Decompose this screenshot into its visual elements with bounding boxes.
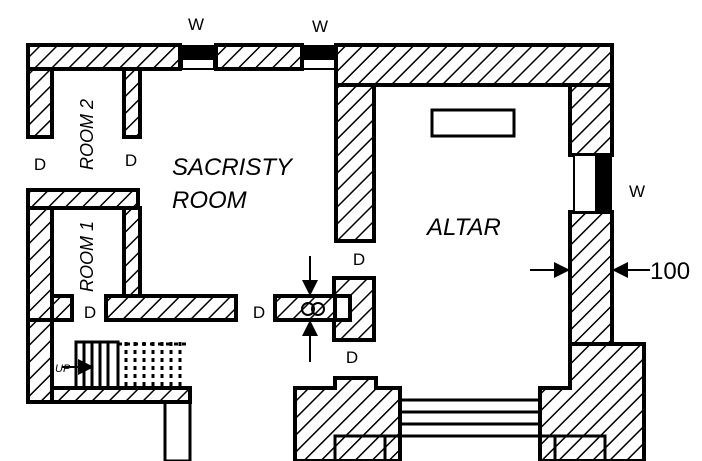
label-altar: ALTAR	[425, 214, 501, 241]
label-room2: ROOM 2	[77, 99, 97, 170]
altar-table	[430, 108, 516, 138]
label-room1: ROOM 1	[77, 221, 97, 292]
window-top-1-sill	[181, 58, 215, 70]
label-door-altar-bottom: D	[346, 348, 358, 367]
wall-room2-right	[122, 67, 142, 139]
wall-entrance-right	[538, 342, 646, 461]
label-stairs-up: UP	[55, 363, 71, 375]
wall-room2-left	[26, 67, 54, 139]
label-door-room2-left: D	[34, 155, 46, 174]
wall-top-middle	[214, 43, 304, 71]
stairs	[62, 340, 186, 390]
label-sacristy-1: SACRISTY	[172, 154, 294, 181]
wall-sacristy-bottom	[104, 294, 238, 322]
wall-room1-left	[26, 206, 54, 322]
window-right	[596, 155, 612, 212]
wall-room1-top	[26, 188, 140, 210]
entrance-steps	[400, 398, 540, 426]
window-top-2-sill	[302, 58, 336, 70]
window-top-1	[182, 45, 214, 59]
wall-top-right	[334, 43, 614, 87]
wall-left-lower	[26, 318, 54, 404]
wall-right-upper	[568, 83, 614, 157]
label-door-room2-right: D	[125, 151, 137, 170]
label-dimension: 100	[650, 258, 690, 285]
entrance-block-right	[553, 434, 607, 461]
door-hinge-2	[311, 302, 325, 316]
label-sacristy-2: ROOM	[172, 187, 247, 214]
wall-altar-pillar	[332, 276, 376, 342]
window-right-sill	[573, 154, 597, 213]
label-door-altar-top: D	[353, 250, 365, 269]
window-top-2	[303, 45, 335, 59]
door-hinge-1	[301, 302, 315, 316]
label-door-sacristy: D	[253, 303, 265, 322]
wall-room1-bottom-left	[50, 294, 74, 322]
wall-top-left	[26, 43, 182, 71]
label-door-room1: D	[84, 303, 96, 322]
label-window-top-2: W	[312, 17, 328, 36]
wall-corridor-left	[163, 400, 192, 461]
wall-door-stub	[273, 294, 337, 322]
entrance-block-left	[333, 434, 387, 461]
label-window-top-1: W	[188, 15, 204, 34]
wall-room1-right	[122, 206, 142, 298]
label-window-right: W	[629, 182, 645, 201]
wall-entrance-left	[293, 376, 402, 461]
wall-stair-bottom	[50, 386, 192, 404]
wall-divider	[334, 83, 376, 243]
